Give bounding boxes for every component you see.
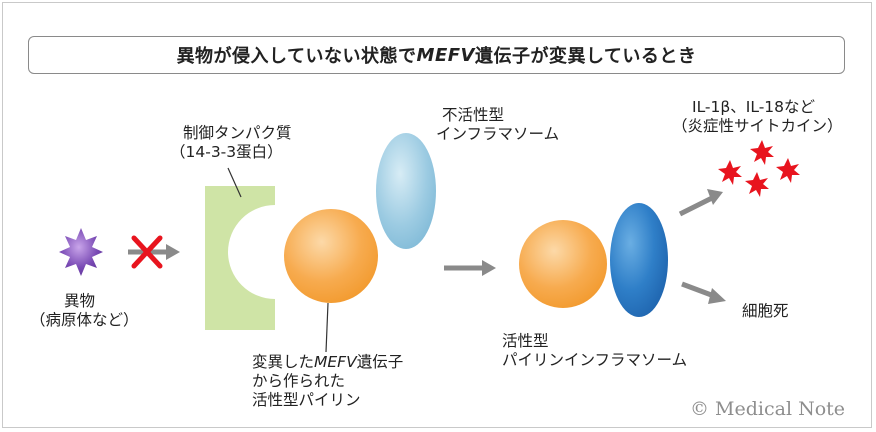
- active-inflammasome-oval: [610, 203, 668, 317]
- mutant-label-line3: 活性型パイリン: [252, 391, 361, 409]
- foreign-label-line1: 異物: [64, 292, 96, 310]
- mutant-label-post: 遺伝子: [356, 353, 404, 371]
- cell-death-label: 細胞死: [742, 302, 789, 320]
- pathogen-star-icon: [59, 228, 103, 276]
- active-label-line2: パイリンインフラマソーム: [502, 351, 688, 369]
- title-prefix: 異物が侵入していない状態で: [176, 46, 417, 67]
- inactive-inflammasome-oval: [376, 133, 436, 249]
- cytokine-arrow: [678, 189, 723, 217]
- control-leader-line: [227, 167, 242, 198]
- control-label-line2: （14-3-3蛋白）: [170, 143, 283, 161]
- transition-arrow: [444, 260, 496, 276]
- title-suffix: 遺伝子が変異しているとき: [474, 46, 697, 67]
- title-gene: MEFV: [416, 44, 475, 66]
- control-protein-shape: [205, 186, 275, 330]
- control-label-line1: 制御タンパク質: [183, 124, 292, 142]
- inactive-label-line2: インフラマソーム: [436, 125, 560, 143]
- cytokine-label-line2: （炎症性サイトカイン）: [672, 117, 843, 135]
- foreign-label-line2: （病原体など）: [30, 311, 139, 329]
- figure-frame: [2, 2, 872, 428]
- cytokine-burst-icon: [718, 140, 800, 197]
- mutant-label-line2: から作られた: [252, 372, 346, 390]
- active-label-line1: 活性型: [502, 332, 549, 350]
- mutant-label-pre: 変異した: [252, 353, 315, 371]
- cytokine-label-line1: IL-1β、IL-18など: [692, 98, 816, 116]
- copyright-notice: © Medical Note: [690, 398, 846, 420]
- mutant-label-gene: MEFV: [314, 353, 357, 371]
- inactive-label-line1: 不活性型: [442, 106, 505, 124]
- mutant-leader-line: [325, 302, 329, 353]
- blocked-x-icon: [131, 235, 163, 269]
- mutant-label-line1: 変異したMEFV遺伝子: [252, 353, 403, 372]
- mutant-pyrin-circle: [284, 209, 378, 303]
- cell-death-arrow: [681, 281, 726, 304]
- active-pyrin-circle: [519, 220, 607, 308]
